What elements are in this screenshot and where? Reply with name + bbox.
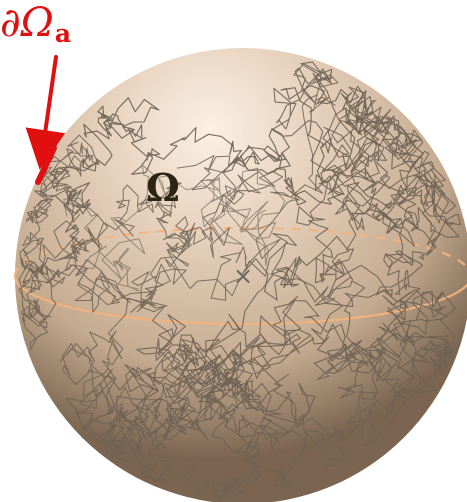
random-walk-path [127, 253, 454, 441]
random-walk-path [204, 289, 456, 467]
random-walk-path [18, 191, 90, 351]
domain-label: Ω [146, 165, 180, 210]
random-walk-path [241, 61, 457, 306]
boundary-label: ∂Ωa [0, 0, 71, 48]
random-walk-path [18, 155, 284, 383]
random-walk-path [76, 257, 336, 499]
random-walk-path [314, 86, 461, 247]
boundary-arrow [25, 55, 66, 170]
random-walk-paths [18, 61, 461, 499]
random-walk-path [37, 134, 214, 257]
absorbing-boundary-arc [35, 145, 57, 185]
sphere-domain [15, 48, 467, 502]
random-walk-path [59, 74, 339, 456]
center-mark: × [233, 262, 253, 290]
random-walk-path [34, 84, 363, 248]
random-walk-path [63, 164, 286, 292]
